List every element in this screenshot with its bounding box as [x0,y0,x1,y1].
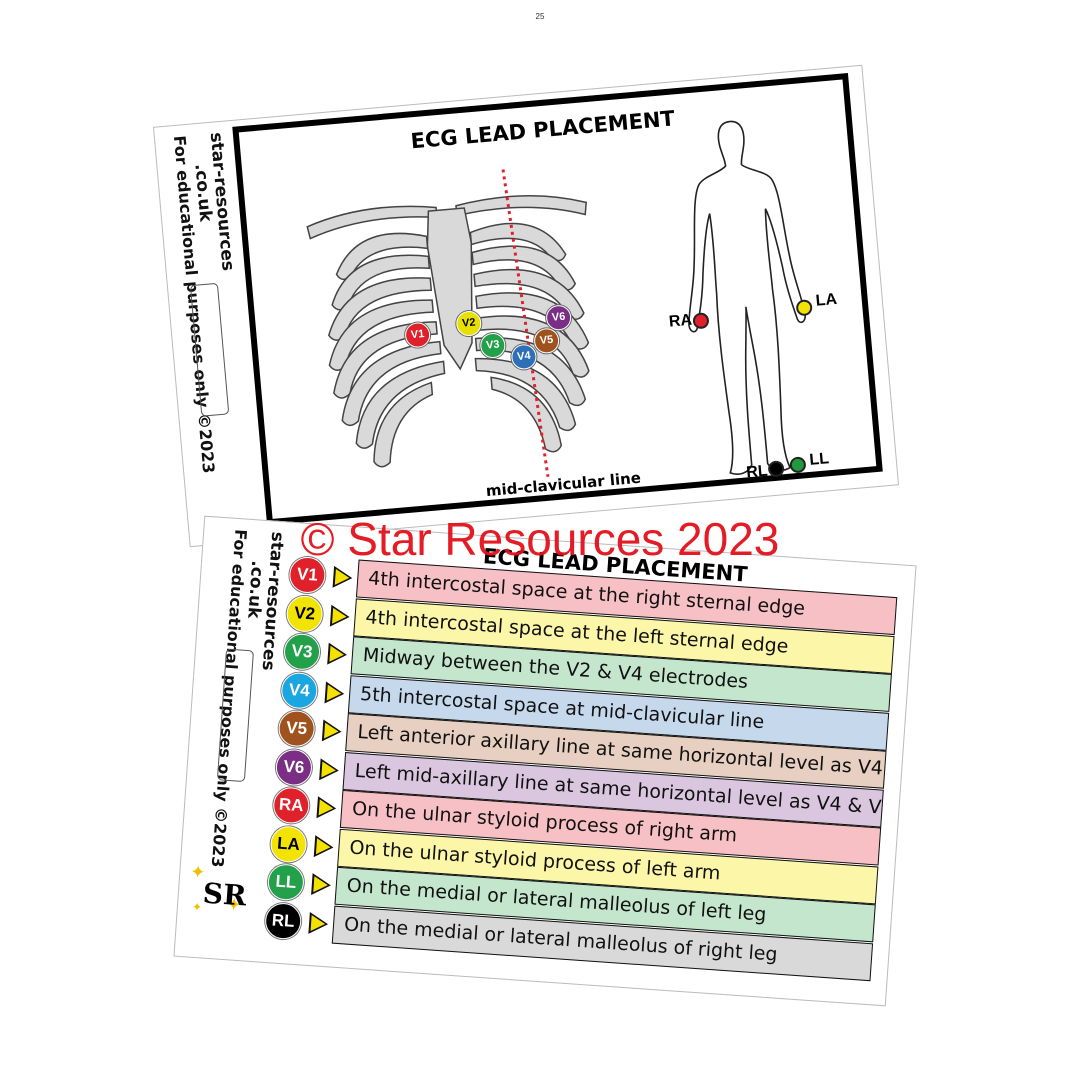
star-icon: ✦ [191,899,203,915]
lead-badge-v5: V5 [277,709,316,749]
lead-badge-rl: RL [263,901,303,941]
pointer-arrow-icon [316,796,337,820]
lead-badge-v6: V6 [274,748,314,787]
pointer-arrow-icon [321,719,343,743]
lead-badge-la: LA [269,824,308,864]
pointer-arrow-icon [329,604,351,628]
mid-clavicular-line [501,169,550,477]
label-ll: LL [808,450,830,469]
lead-badge-ra: RA [272,786,311,825]
ecg-placement-card: star-resources .co.uk For educational pu… [173,515,917,1007]
pointer-arrow-icon [327,642,348,667]
label-ra: RA [668,311,693,331]
copyright-watermark: © Star Resources 2023 [300,513,780,565]
star-resources-logo: ✦ ✦ ✦ SR [183,861,248,925]
diagram-frame: ECG LEAD PLACEMENT [232,73,883,526]
page-number: 25 [535,12,545,21]
lead-placement-list: V1 4th intercostal space at the right st… [263,555,898,981]
lead-badge-ll: LL [266,863,306,902]
pointer-arrow-icon [311,873,332,897]
body-outline-illustration [688,120,806,475]
pointer-arrow-icon [324,681,345,705]
lead-badge-v3: V3 [282,632,322,672]
ecg-diagram-card: star-resources .co.uk For educational pu… [152,64,900,548]
label-rl: RL [745,462,769,482]
pointer-arrow-icon [332,566,354,590]
label-la: LA [814,290,838,310]
lead-badge-v4: V4 [280,671,319,710]
logo-text: SR [201,876,248,913]
pointer-arrow-icon [313,834,335,859]
pointer-arrow-icon [308,911,329,935]
pointer-arrow-icon [319,758,340,782]
lead-badge-v2: V2 [285,594,324,633]
